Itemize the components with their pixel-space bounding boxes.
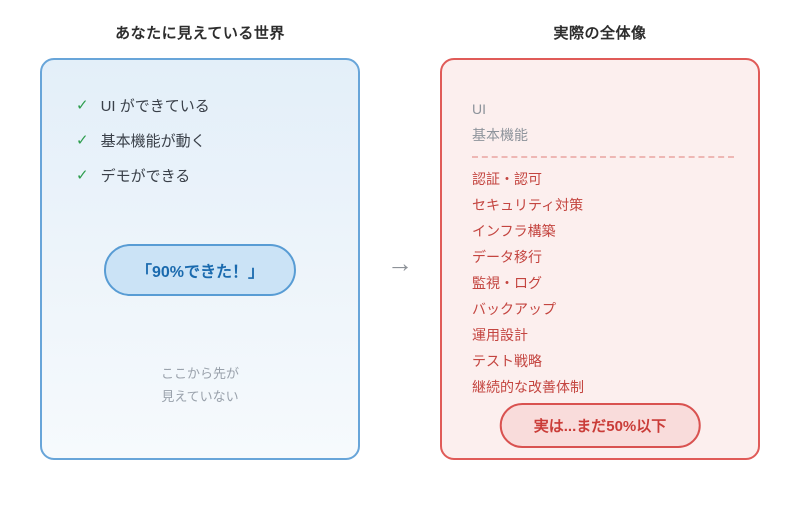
right-column-title: 実際の全体像	[553, 25, 647, 42]
hidden-item-backup: バックアップ	[472, 301, 556, 317]
check-icon: ✓	[76, 96, 89, 114]
checklist: ✓ UI ができている ✓ 基本機能が動く ✓ デモができる	[76, 94, 210, 186]
check-item-label: UI ができている	[100, 97, 210, 115]
check-icon: ✓	[76, 131, 89, 149]
hidden-item-security: セキュリティ対策	[472, 197, 584, 213]
check-item-label: 基本機能が動く	[100, 132, 206, 150]
progress-badge-90: 「90%できた！」	[103, 244, 297, 296]
left-column-title: あなたに見えている世界	[115, 25, 285, 42]
arrow-right-icon: →	[387, 248, 413, 278]
hidden-item-continuous-improvement: 継続的な改善体制	[472, 379, 584, 395]
check-item-demo: ✓ デモができる	[76, 164, 210, 186]
hidden-item-infra: インフラ構築	[472, 223, 556, 239]
done-item-ui: UI	[472, 101, 486, 117]
unseen-note: ここから先が 見えていない	[42, 362, 358, 408]
hidden-item-monitoring-logs: 監視・ログ	[472, 275, 542, 291]
check-item-ui: ✓ UI ができている	[76, 94, 210, 116]
check-item-basic-features: ✓ 基本機能が動く	[76, 129, 210, 151]
dashed-divider	[472, 156, 734, 158]
unseen-note-line2: 見えていない	[161, 389, 239, 404]
hidden-item-auth: 認証・認可	[472, 171, 542, 187]
full-task-list: UI 基本機能 認証・認可 セキュリティ対策 インフラ構築 データ移行 監視・ロ…	[472, 96, 734, 400]
done-item-basic-features: 基本機能	[472, 127, 528, 143]
check-icon: ✓	[76, 166, 89, 184]
hidden-item-operations-design: 運用設計	[472, 327, 528, 343]
actual-world-panel: UI 基本機能 認証・認可 セキュリティ対策 インフラ構築 データ移行 監視・ロ…	[440, 58, 760, 460]
visible-world-panel: ✓ UI ができている ✓ 基本機能が動く ✓ デモができる 「90%できた！」…	[40, 58, 360, 460]
actual-progress-badge-50: 実は...まだ50%以下	[499, 403, 701, 448]
hidden-item-data-migration: データ移行	[472, 249, 542, 265]
unseen-note-line1: ここから先が	[160, 366, 239, 381]
check-item-label: デモができる	[100, 167, 191, 185]
hidden-item-test-strategy: テスト戦略	[472, 353, 542, 369]
